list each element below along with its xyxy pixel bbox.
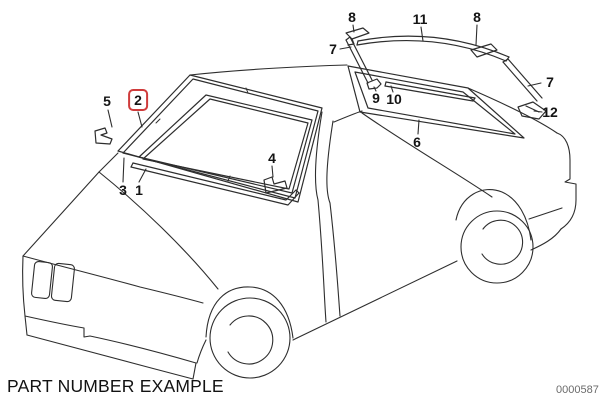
- callout-1-0: 1: [135, 182, 143, 198]
- callout-2-highlighted-1: 2: [128, 89, 148, 111]
- callout-11-10: 11: [412, 11, 428, 27]
- grille-kidney-left: [31, 261, 53, 299]
- grille-kidney-right: [50, 262, 75, 303]
- strip-part-10: [384, 81, 476, 102]
- callout-6-5: 6: [413, 134, 421, 150]
- lower-moulding-part-1: [130, 162, 300, 206]
- clip-part-9: [366, 78, 382, 90]
- callout-10-9: 10: [386, 91, 402, 107]
- callout-4-3: 4: [268, 150, 276, 166]
- clip-part-4: [263, 176, 288, 194]
- rear-window-seal-6: [347, 65, 525, 139]
- doc-number: 0000587: [556, 384, 599, 396]
- callout-9-8: 9: [372, 90, 380, 106]
- trim-7-right: [502, 58, 543, 102]
- callout-7-6: 7: [329, 41, 337, 57]
- clip-part-5: [94, 127, 113, 145]
- callout-3-2: 3: [119, 182, 127, 198]
- car-body-line-art: [22, 64, 577, 380]
- caption: PART NUMBER EXAMPLE: [7, 376, 224, 396]
- callout-8-7: 8: [348, 9, 356, 25]
- callout-7-12: 7: [546, 74, 554, 90]
- callout-12-13: 12: [542, 104, 558, 120]
- leader-lines: [107, 24, 543, 183]
- callout-5-4: 5: [103, 93, 111, 109]
- clip-8-right: [470, 43, 498, 58]
- callout-8-11: 8: [473, 9, 481, 25]
- rear-window-trim-assembly: [345, 27, 547, 139]
